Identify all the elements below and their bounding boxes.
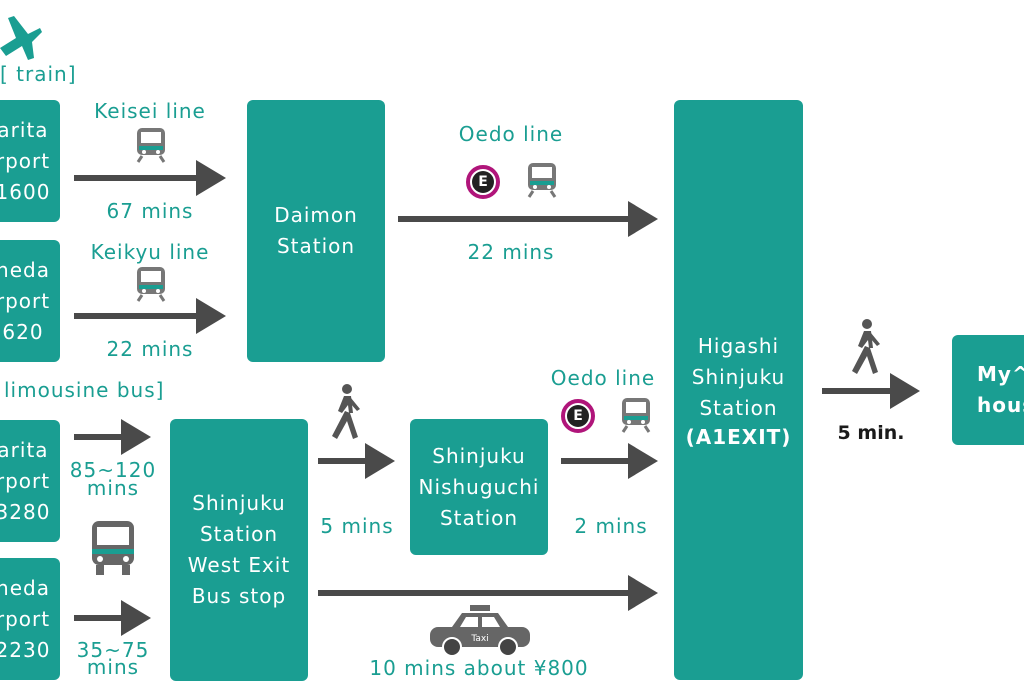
train-icon	[527, 163, 557, 198]
keisei-line-label: Keisei line	[94, 99, 206, 123]
oedo-upper-line-label: Oedo line	[458, 122, 564, 146]
walk-nishuguchi-arrow	[318, 443, 395, 479]
train-icon	[621, 398, 651, 433]
keisei-arrow	[74, 160, 226, 196]
oedo-lower-arrow	[561, 443, 658, 479]
narita-train-airport-box: arita rport 1600	[0, 100, 60, 222]
bus-icon	[92, 521, 134, 575]
bus-haneda-time-line1: 35~75	[76, 638, 150, 662]
taxi-icon: Taxi	[430, 605, 530, 657]
bus-narita-time-line1: 85~120	[69, 458, 157, 482]
walk-house-time-label: 5 min.	[837, 422, 905, 444]
keisei-time-label: 67 mins	[106, 199, 194, 223]
walking-person-icon	[852, 319, 880, 374]
airplane-icon	[0, 16, 42, 60]
keikyu-time-label: 22 mins	[106, 337, 194, 361]
haneda-train-airport-box: neda rport 620	[0, 240, 60, 362]
oedo-lower-line-label: Oedo line	[550, 366, 656, 390]
keikyu-arrow	[74, 298, 226, 334]
bus-section-header: limousine bus]	[4, 378, 165, 402]
my-house-box: My^ hous	[952, 335, 1024, 445]
train-section-header: [ train]	[0, 62, 77, 86]
haneda-bus-airport-box: neda rport 2230	[0, 558, 60, 680]
oedo-e-icon: E	[466, 165, 500, 199]
oedo-upper-arrow	[398, 201, 658, 237]
train-icon	[136, 128, 166, 163]
bus-narita-arrow	[74, 419, 151, 455]
walk-nishuguchi-time-label: 5 mins	[320, 514, 394, 538]
train-icon	[136, 267, 166, 302]
bus-narita-time-line2: mins	[86, 476, 140, 500]
narita-bus-airport-box: arita rport 3280	[0, 420, 60, 542]
bus-haneda-time-line2: mins	[86, 655, 140, 679]
bus-haneda-arrow	[74, 600, 151, 636]
keikyu-line-label: Keikyu line	[90, 240, 210, 264]
walk-house-arrow	[822, 373, 920, 409]
taxi-arrow	[318, 575, 658, 611]
oedo-upper-time-label: 22 mins	[467, 240, 555, 264]
shinjuku-nishuguchi-station-box: Shinjuku Nishuguchi Station	[410, 419, 548, 555]
taxi-badge-text: Taxi	[470, 634, 488, 644]
daimon-station-box: Daimon Station	[247, 100, 385, 362]
taxi-time-label: 10 mins about ¥800	[369, 656, 589, 680]
higashi-shinjuku-station-box: Higashi Shinjuku Station (A1EXIT)	[674, 100, 803, 680]
walking-person-icon	[332, 384, 360, 439]
oedo-lower-time-label: 2 mins	[574, 514, 648, 538]
shinjuku-west-exit-box: Shinjuku Station West Exit Bus stop	[170, 419, 308, 681]
oedo-e-icon: E	[561, 399, 595, 433]
